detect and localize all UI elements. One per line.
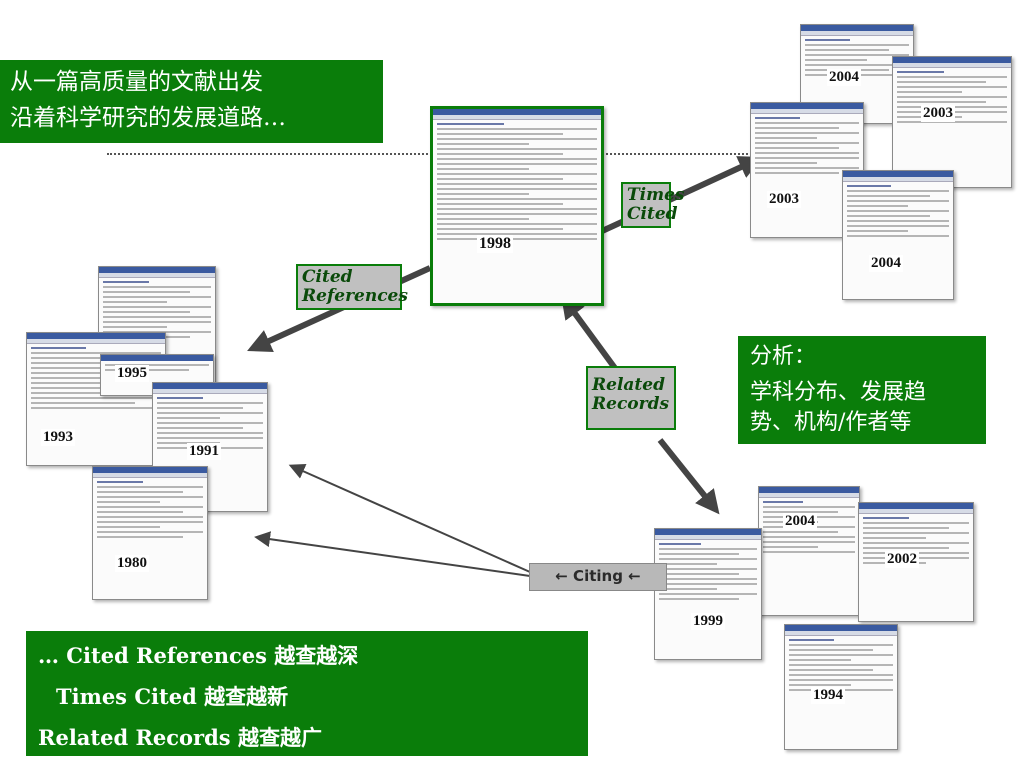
related-records-label[interactable]: Related Records <box>586 366 676 430</box>
year-label: 2004 <box>783 513 817 530</box>
year-label: 1993 <box>41 429 75 446</box>
citing-label[interactable]: ← Citing ← <box>529 563 667 591</box>
intro-line-1: 从一篇高质量的文献出发 <box>10 69 263 95</box>
year-label: 2003 <box>921 105 955 122</box>
summary-line-2: Times Cited 越查越新 <box>56 684 289 709</box>
times-cited-record-2003b[interactable]: 2003 <box>892 56 1012 188</box>
summary-line-3: Related Records 越查越广 <box>38 725 322 750</box>
analysis-box: 分析： 学科分布、发展趋 势、机构/作者等 <box>738 336 986 444</box>
arrow-related-down <box>657 438 720 515</box>
times-cited-label[interactable]: Times Cited <box>621 182 684 228</box>
cited-record-1993[interactable]: 1993 <box>26 332 166 466</box>
year-label: 2004 <box>827 69 861 86</box>
year-label: 1995 <box>115 365 149 382</box>
cited-references-label[interactable]: Cited References <box>296 264 408 310</box>
analysis-heading: 分析： <box>750 344 817 369</box>
year-label: 2003 <box>767 191 801 208</box>
analysis-line-2: 势、机构/作者等 <box>750 410 912 435</box>
year-label: 1999 <box>691 613 725 630</box>
arrow-citing-lower <box>254 531 531 577</box>
arrow-related-up <box>560 294 623 377</box>
related-record-1999[interactable]: 1999 <box>654 528 762 660</box>
year-label: 1994 <box>811 687 845 704</box>
intro-line-2: 沿着科学研究的发展道路… <box>10 105 286 131</box>
summary-box: … Cited References 越查越深 Times Cited 越查越新… <box>26 631 588 756</box>
year-label: 1980 <box>115 555 149 572</box>
year-label: 1991 <box>187 443 221 460</box>
year-label: 2002 <box>885 551 919 568</box>
analysis-line-1: 学科分布、发展趋 <box>750 380 927 405</box>
cited-record-1980[interactable]: 1980 <box>92 466 208 600</box>
arrow-citing-upper <box>288 463 531 573</box>
related-record-1994[interactable]: 1994 <box>784 624 898 750</box>
intro-box: 从一篇高质量的文献出发 沿着科学研究的发展道路… <box>0 60 383 143</box>
related-record-2004[interactable]: 2004 <box>758 486 860 616</box>
cited-record-1991[interactable]: 1991 <box>152 382 268 512</box>
summary-line-1: … Cited References 越查越深 <box>38 643 359 668</box>
main-record-1998[interactable]: 1998 <box>430 106 604 306</box>
related-record-2002[interactable]: 2002 <box>858 502 974 622</box>
times-cited-record-2004b[interactable]: 2004 <box>842 170 954 300</box>
year-label: 1998 <box>477 235 513 253</box>
year-label: 2004 <box>869 255 903 272</box>
